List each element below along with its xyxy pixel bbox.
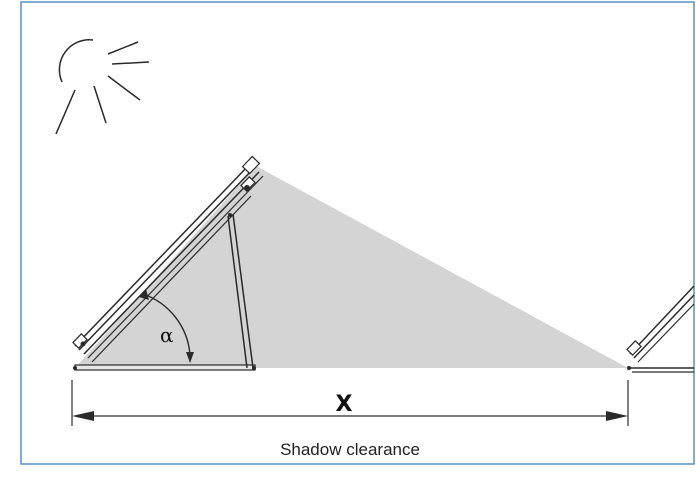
- arrow-left-icon: [72, 411, 94, 421]
- angle-label: α: [160, 323, 174, 347]
- shadow-area: [75, 166, 628, 368]
- caption: Shadow clearance: [280, 440, 420, 459]
- sun-icon: [55, 39, 150, 135]
- distance-label: X: [336, 392, 353, 417]
- solar-panel-rack: [72, 155, 264, 371]
- dimension-line: [71, 380, 629, 426]
- adjacent-solar-panel: [626, 285, 695, 373]
- angle-indicator: [139, 289, 194, 363]
- figure-border: [20, 1, 695, 465]
- arrow-right-icon: [606, 411, 628, 421]
